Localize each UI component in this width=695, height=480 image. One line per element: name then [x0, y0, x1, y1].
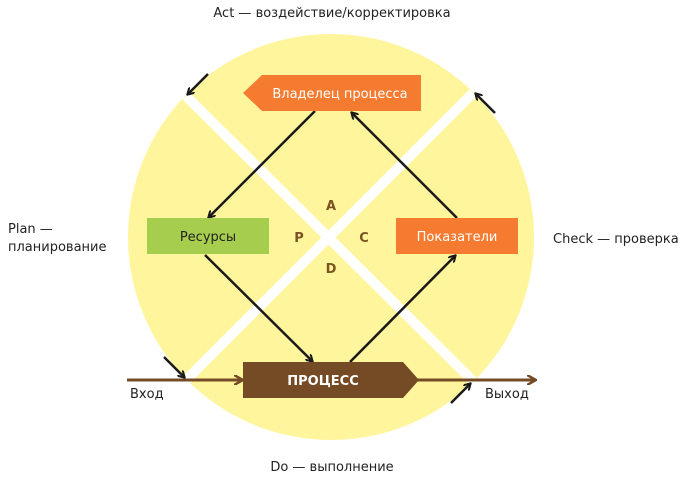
resources-box: [147, 218, 269, 254]
corner-arrow-top-right: [476, 94, 496, 114]
process-box: [243, 362, 419, 398]
corner-arrow-top-left: [188, 73, 209, 94]
process-label: ПРОЦЕСС: [287, 374, 358, 389]
arrow-owner-to-resources: [209, 110, 316, 217]
divider-diagonal-2: [182, 89, 477, 384]
corner-arrow-bottom-right: [450, 384, 470, 404]
arrow-resources-to-process: [204, 254, 312, 361]
arrow-indicators-to-owner: [352, 113, 458, 219]
arrow-process-to-indicators: [349, 256, 455, 363]
letter-a: A: [326, 199, 336, 214]
corner-arrow-bottom-left: [163, 356, 184, 377]
letter-p: P: [294, 231, 304, 246]
input-label: Вход: [130, 387, 164, 402]
owner-label: Владелец процесса: [272, 87, 407, 102]
letter-c: C: [359, 231, 369, 246]
plan-label-line1: Plan —: [8, 222, 53, 237]
indicators-label: Показатели: [417, 230, 498, 245]
letter-d: D: [326, 262, 337, 277]
do-label: Do — выполнение: [270, 460, 393, 475]
resources-label: Ресурсы: [180, 230, 236, 245]
owner-box: [243, 75, 421, 111]
check-label: Check — проверка: [553, 232, 679, 247]
indicators-box: [396, 218, 518, 254]
plan-label-line2: планирование: [8, 240, 107, 255]
output-label: Выход: [485, 387, 529, 402]
act-label: Act — воздействие/корректировка: [213, 6, 450, 21]
